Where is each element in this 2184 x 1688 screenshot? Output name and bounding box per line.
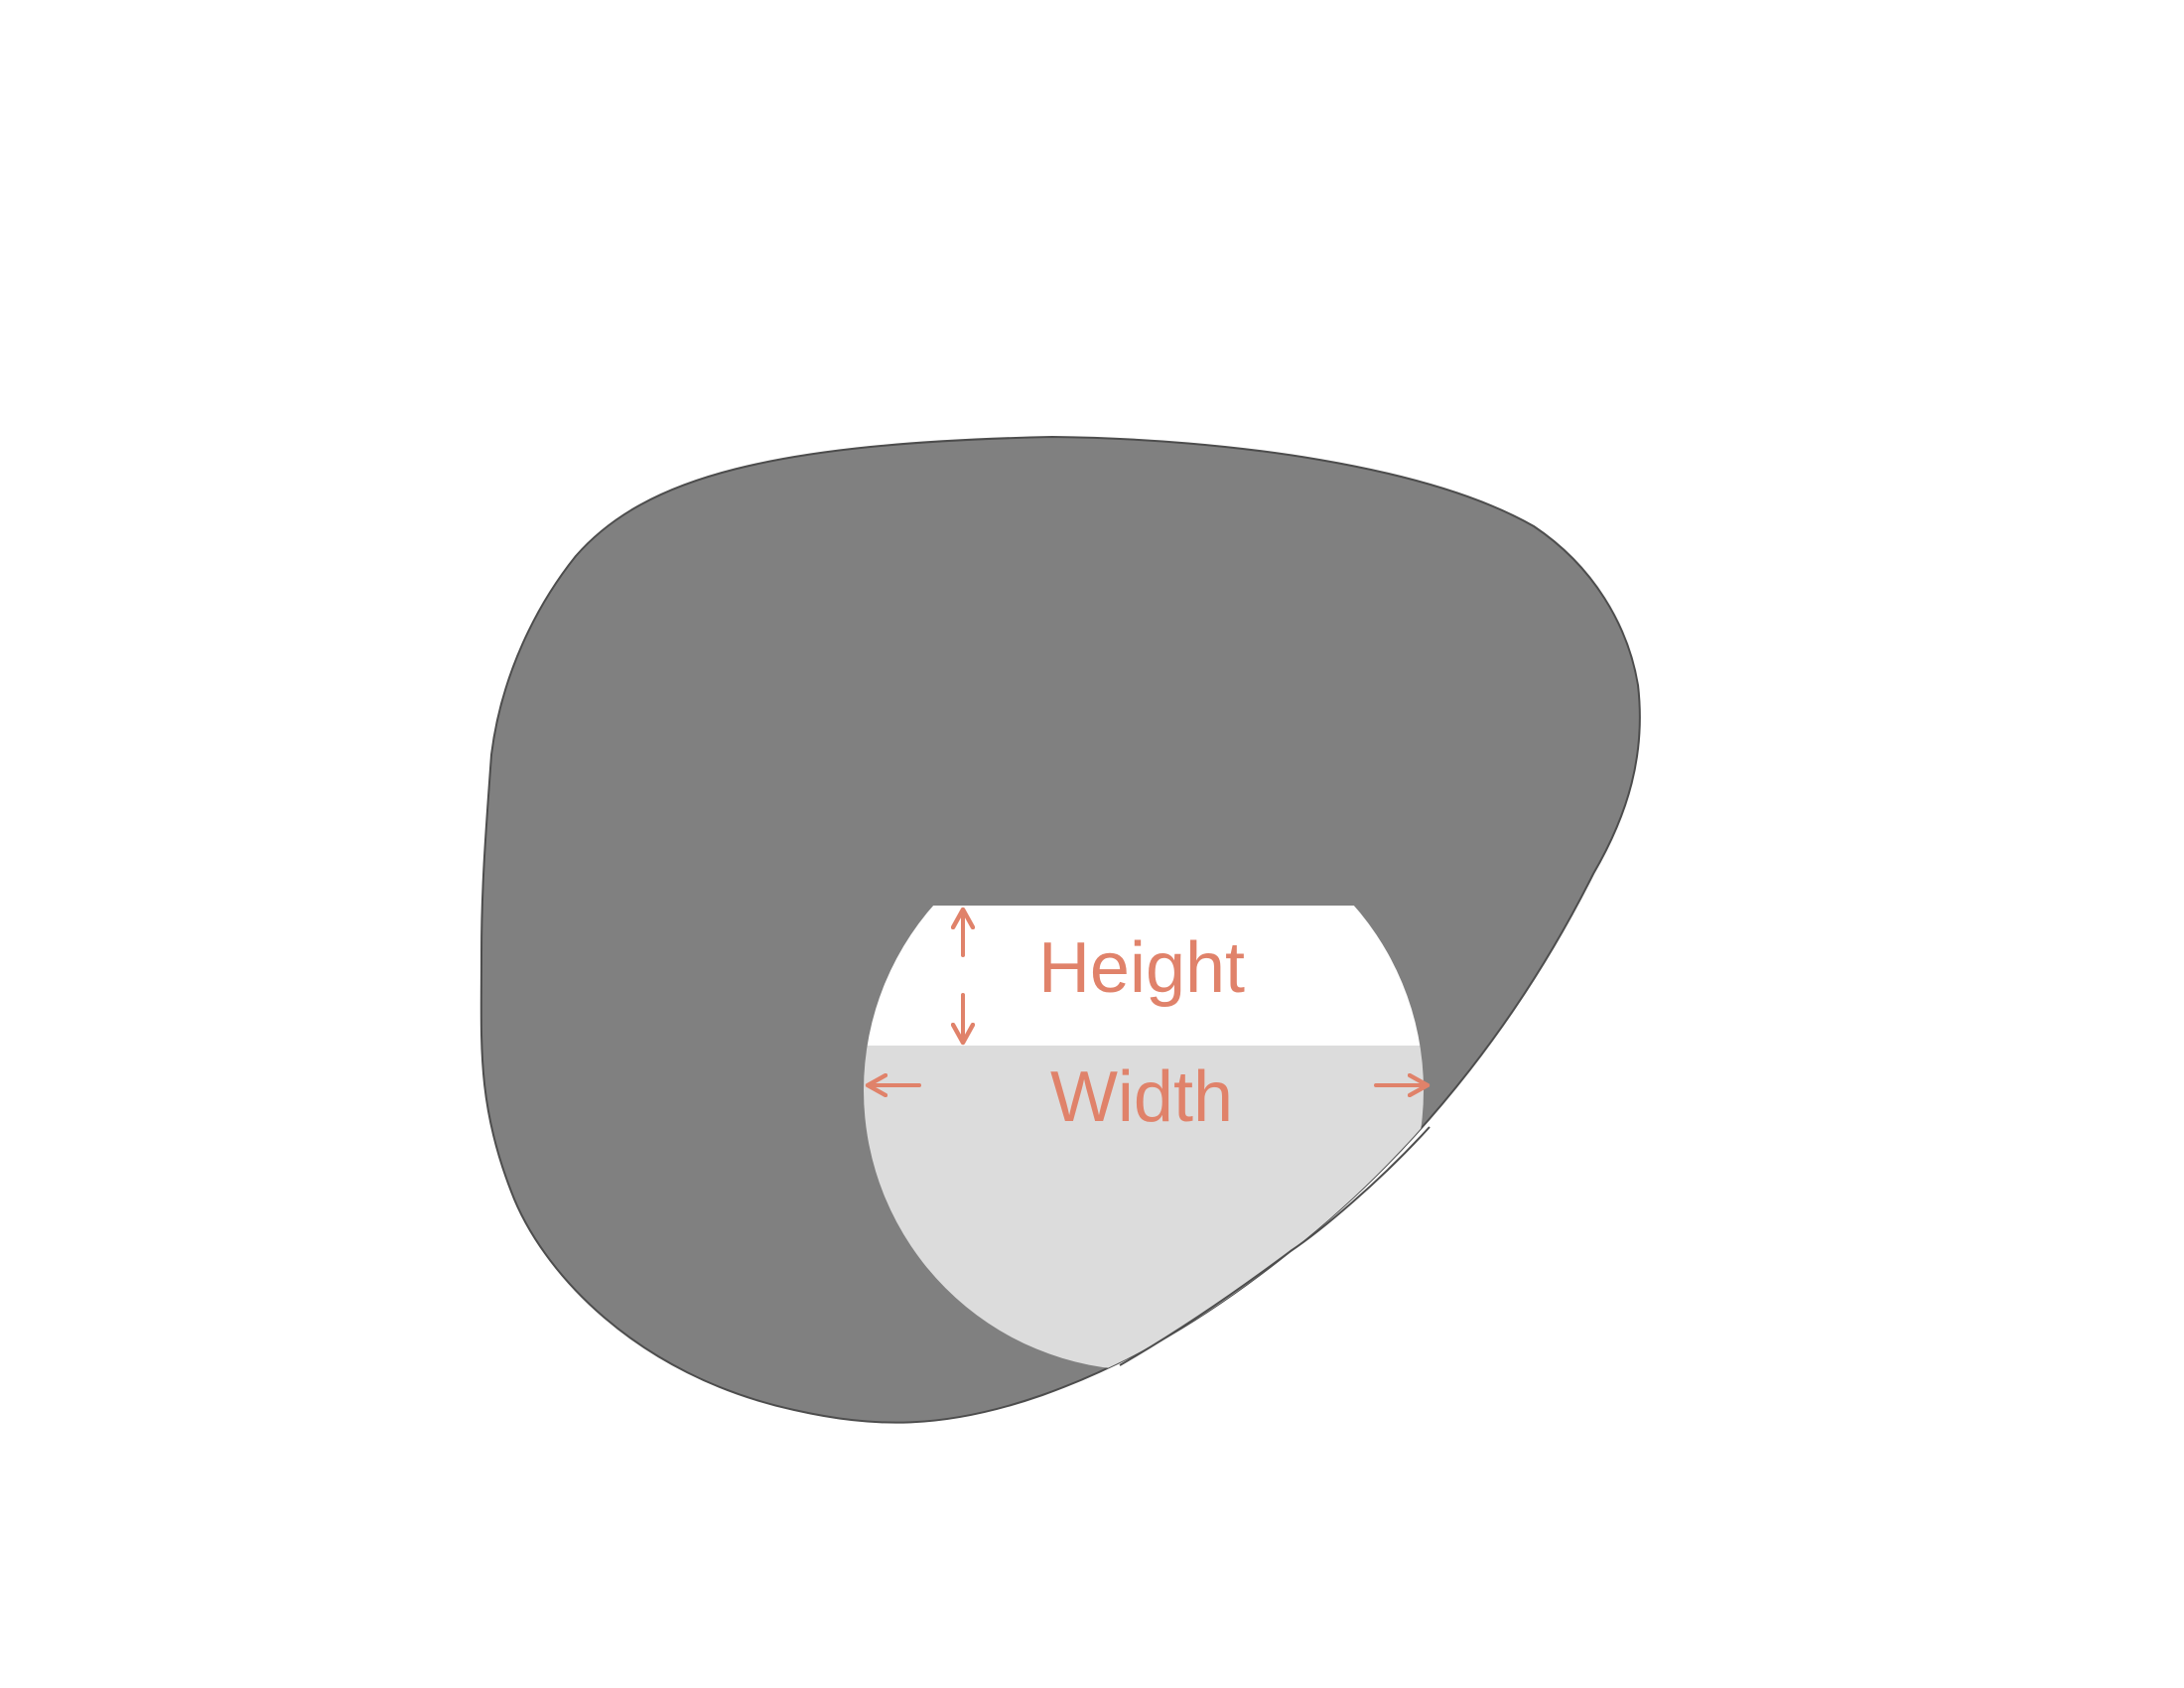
width-dimension: Width — [868, 1057, 1428, 1137]
height-dimension: Height — [963, 910, 1245, 1043]
lens-edge-line — [1119, 1126, 1431, 1366]
height-label: Height — [1038, 928, 1245, 1008]
width-label: Width — [1050, 1057, 1233, 1137]
